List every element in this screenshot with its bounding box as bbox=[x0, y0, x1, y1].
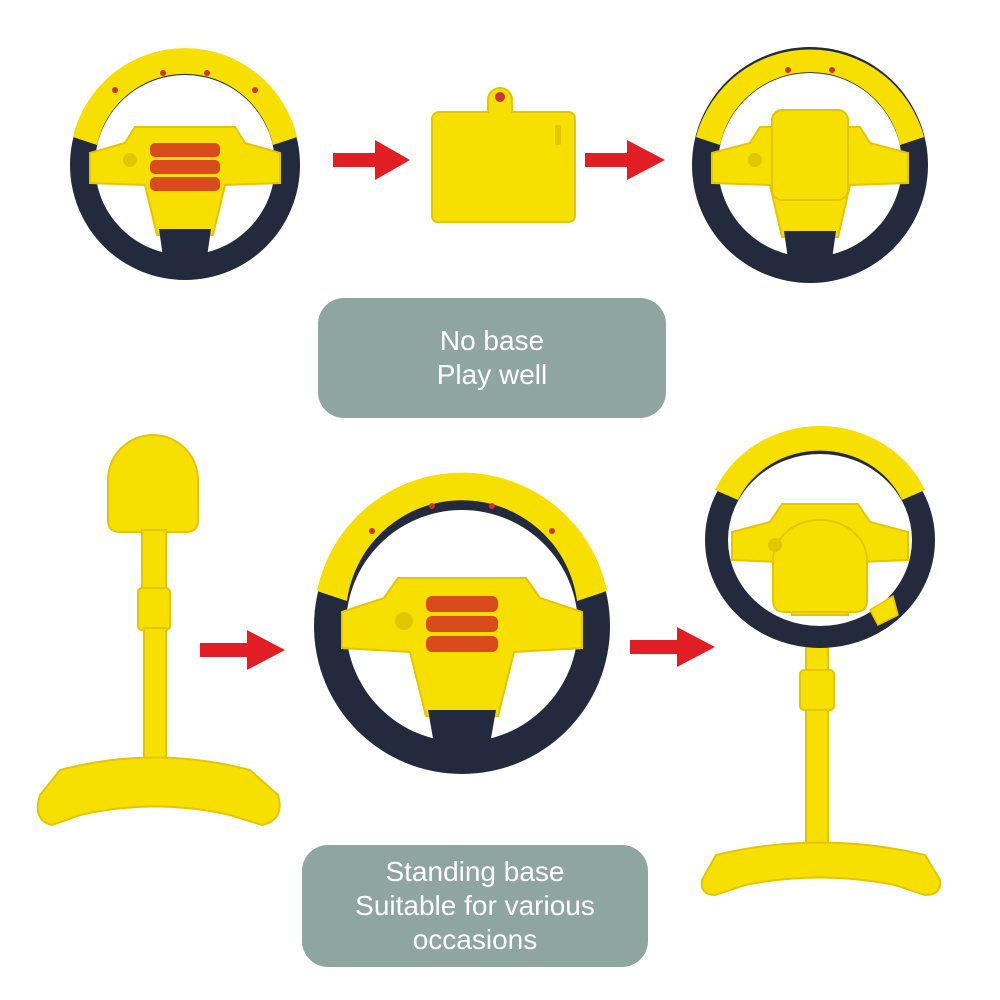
caption-line: occasions bbox=[412, 924, 538, 955]
wheel-cover-installed-icon bbox=[692, 47, 928, 283]
caption-line: No base bbox=[439, 325, 545, 356]
caption-no-base: No base Play well bbox=[318, 298, 666, 418]
stand-pole-icon bbox=[36, 434, 281, 827]
right-arrow-icon bbox=[585, 140, 665, 180]
caption-line: Play well bbox=[436, 359, 548, 390]
wheel-with-battery-icon bbox=[314, 472, 610, 774]
right-arrow-icon bbox=[333, 140, 410, 180]
caption-line: Suitable for various bbox=[355, 890, 595, 921]
wheel-with-battery-icon bbox=[70, 48, 300, 280]
caption-line: Standing base bbox=[385, 856, 565, 887]
caption-standing-base: Standing base Suitable for various occas… bbox=[302, 845, 648, 967]
right-arrow-icon bbox=[200, 630, 285, 670]
wheel-on-stand-icon bbox=[700, 426, 942, 897]
battery-cover-icon bbox=[431, 87, 576, 223]
right-arrow-icon bbox=[630, 627, 715, 667]
